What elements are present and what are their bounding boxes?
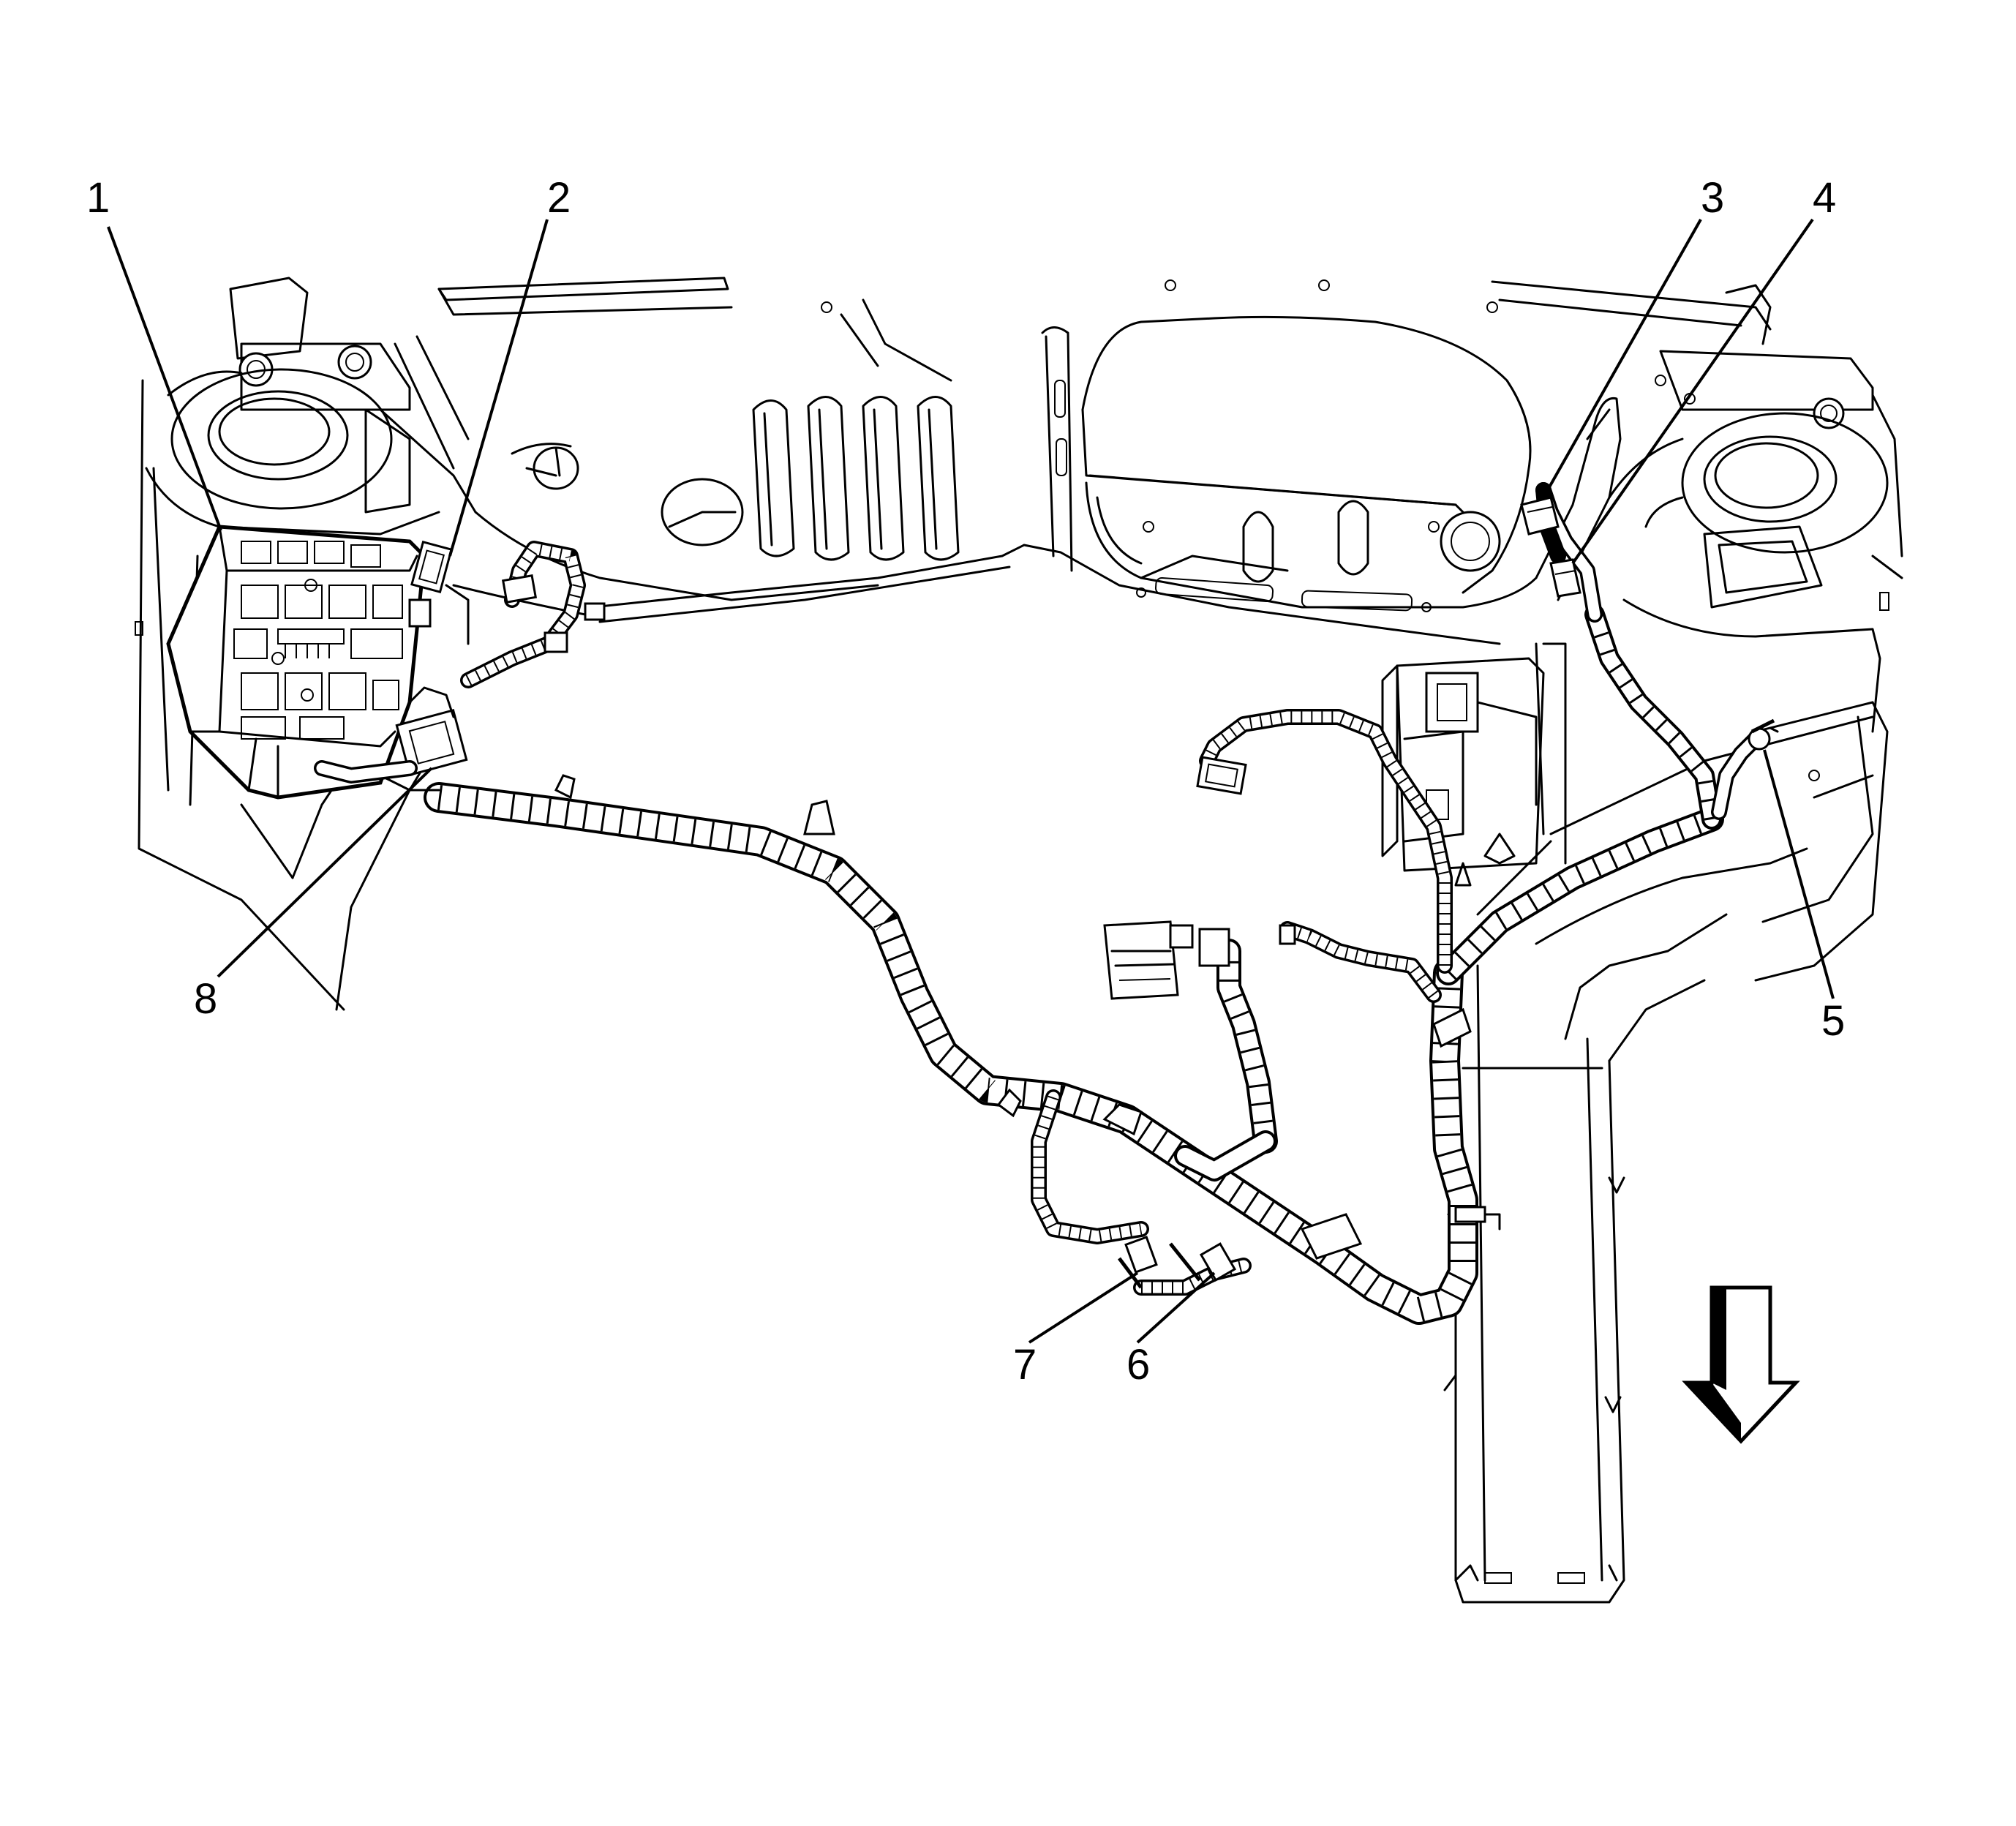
connector-7 [1124,1236,1158,1274]
callout-8: 8 [194,975,217,1023]
connector-8 [379,686,468,792]
leader-lines [107,218,1835,1344]
callout-labels: 1 2 3 4 5 6 7 8 [86,174,1845,1389]
ground-stud-5 [1748,718,1779,751]
connector-6 [1199,1242,1237,1282]
down-arrow-icon [1682,1285,1800,1444]
underhood-fuse-block [166,525,470,800]
callout-6: 6 [1127,1341,1150,1389]
callout-1: 1 [86,174,110,222]
connector-4 [1549,558,1581,598]
dash-panel-ribs [752,396,960,561]
callout-5: 5 [1821,997,1845,1045]
floor-connector [1103,920,1296,1000]
fuse-relays [233,541,403,740]
plenum-panel [1041,315,1622,612]
callout-7: 7 [1013,1341,1037,1389]
module-connector [1196,756,1247,795]
connector-3 [1520,496,1560,536]
connector-2 [408,541,470,645]
harness-connectors [501,496,1779,1282]
callout-4: 4 [1813,174,1836,222]
main-wiring-harness [424,482,1764,1325]
callout-2: 2 [547,174,571,222]
callout-3: 3 [1701,174,1724,222]
vehicle-body-structure [135,277,1903,1604]
